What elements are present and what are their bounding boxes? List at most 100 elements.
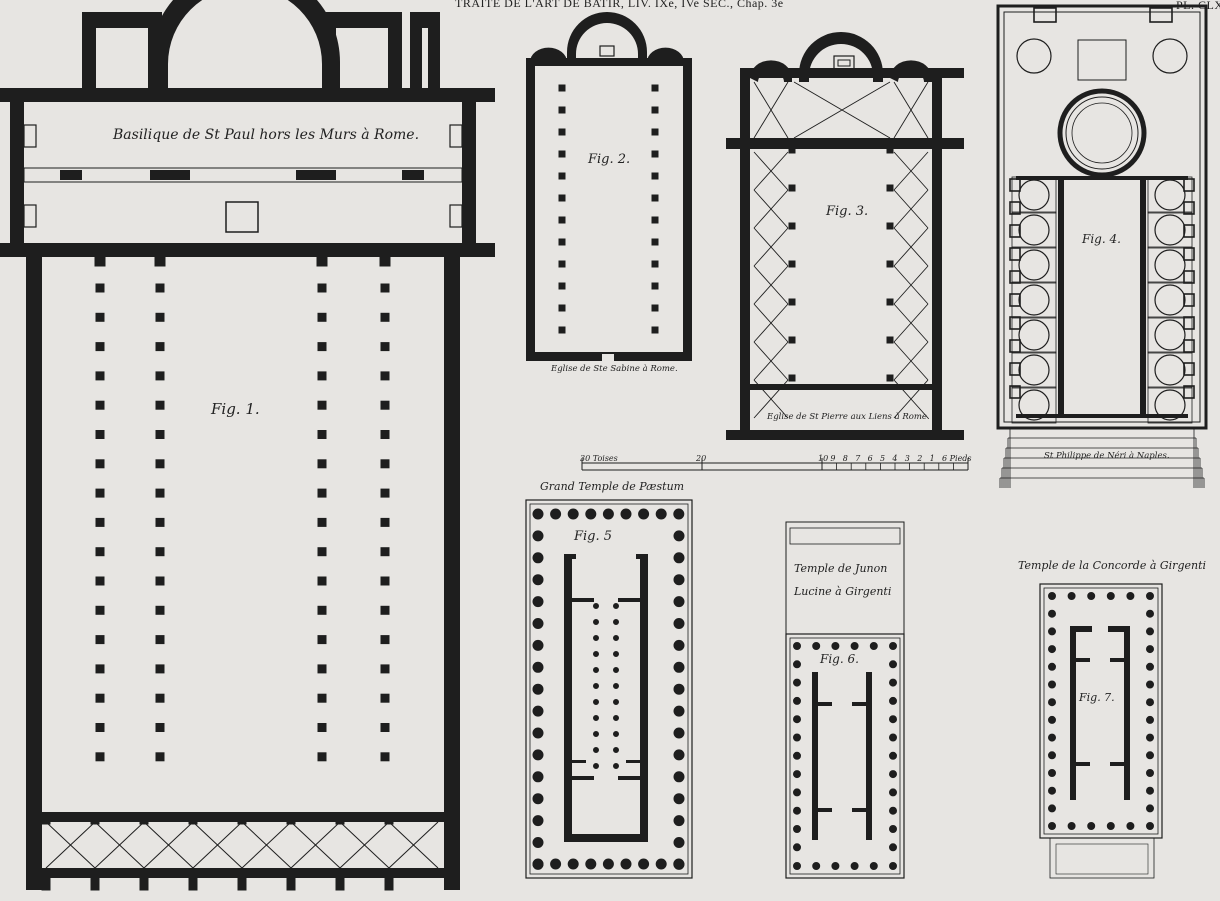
column: [593, 667, 599, 673]
step-line: [999, 477, 1205, 488]
column: [532, 574, 544, 586]
column: [613, 763, 619, 769]
fig1-label: Fig. 1.: [210, 400, 260, 418]
chapel-vault: [1018, 319, 1050, 351]
scale-bar: [581, 458, 969, 471]
column: [1146, 733, 1154, 742]
window: [1183, 270, 1195, 284]
column: [886, 298, 894, 306]
corner-dome: [1016, 38, 1052, 74]
column: [593, 683, 599, 689]
chapel-vault: [1154, 354, 1186, 386]
pier: [317, 400, 327, 410]
chapel-vault: [1154, 179, 1186, 211]
fig6-label: Fig. 6.: [819, 652, 859, 666]
pier: [380, 517, 390, 527]
column: [673, 815, 685, 827]
column: [1146, 822, 1154, 830]
column: [593, 635, 599, 641]
window: [1009, 293, 1021, 307]
column: [788, 336, 796, 344]
column: [673, 618, 685, 629]
window: [1183, 178, 1195, 192]
column: [1146, 715, 1154, 724]
column: [602, 508, 614, 520]
column: [620, 858, 632, 870]
column: [613, 715, 619, 721]
vault-line: [753, 151, 789, 191]
pier: [95, 547, 105, 557]
fig2-label: Fig. 2.: [587, 152, 630, 167]
scale-tick-label: 3: [905, 454, 910, 463]
column: [613, 731, 619, 737]
scale-tick-label: 6: [868, 454, 873, 463]
column: [532, 771, 544, 783]
column: [889, 806, 897, 815]
column: [889, 825, 897, 833]
pier: [139, 813, 149, 825]
scale-tick-label: 5: [880, 454, 885, 463]
pier: [95, 459, 105, 469]
column: [1048, 609, 1056, 618]
pier: [317, 312, 327, 322]
column: [1048, 627, 1056, 636]
column: [550, 858, 562, 870]
column: [793, 660, 801, 669]
window: [1183, 385, 1195, 399]
chapel-vault: [1018, 389, 1050, 421]
pier: [380, 664, 390, 674]
window: [1183, 293, 1195, 307]
column: [889, 696, 897, 705]
column: [593, 747, 599, 753]
column: [793, 843, 801, 852]
column: [651, 304, 659, 312]
pier: [380, 547, 390, 557]
column: [673, 749, 685, 761]
column: [793, 678, 801, 687]
pier: [95, 752, 105, 762]
window: [1183, 339, 1195, 353]
pier: [317, 693, 327, 703]
chapel-bay: [1011, 386, 1057, 424]
fig4-label: Fig. 4.: [1081, 232, 1121, 246]
pier: [335, 877, 345, 891]
column: [655, 508, 667, 520]
pier: [155, 283, 165, 293]
vault-line: [893, 189, 929, 229]
fig5-title: Grand Temple de Pæstum: [540, 480, 684, 493]
window: [1009, 339, 1021, 353]
column: [788, 146, 796, 154]
pier: [380, 400, 390, 410]
chapel-bay: [1147, 211, 1193, 249]
column: [869, 862, 878, 870]
fig1-basilica-plan: [0, 0, 495, 891]
pier: [317, 605, 327, 615]
column: [673, 639, 685, 651]
pier: [317, 488, 327, 498]
column: [558, 128, 566, 136]
pier: [155, 723, 165, 732]
chapel-vault: [1018, 214, 1050, 246]
pier: [380, 605, 390, 615]
fig3-pierre-plan: [726, 32, 964, 440]
vault-line: [893, 379, 929, 419]
pier: [95, 605, 105, 615]
chapel-vault: [1018, 284, 1050, 316]
column: [788, 260, 796, 268]
chapel-bay: [1147, 351, 1193, 389]
column: [532, 793, 544, 805]
column: [793, 825, 801, 833]
chapel-vault: [1154, 214, 1186, 246]
pier: [155, 635, 165, 645]
window: [1009, 316, 1021, 330]
column: [532, 530, 544, 542]
pier: [155, 430, 165, 439]
chapel-vault: [1154, 389, 1186, 421]
column: [593, 715, 599, 721]
pier: [380, 371, 390, 381]
pier: [155, 605, 165, 615]
fig3-caption: Eglise de St Pierre aux Liens à Rome.: [766, 411, 930, 422]
column: [558, 172, 566, 180]
fig7-title: Temple de la Concorde à Girgenti: [1018, 559, 1206, 572]
